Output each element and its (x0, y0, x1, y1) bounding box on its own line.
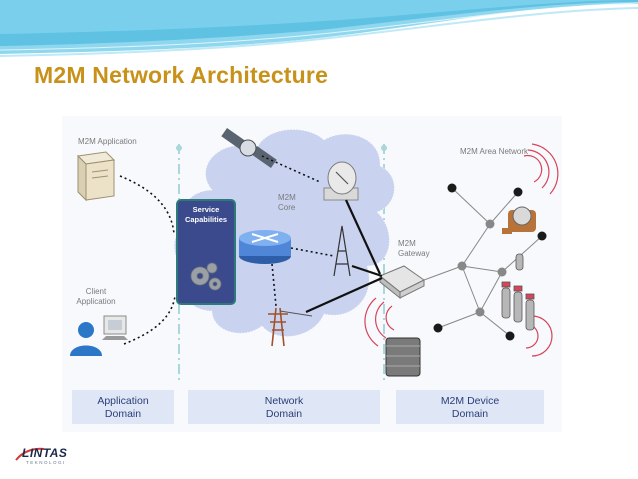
mesh-nodes (433, 183, 547, 341)
user-icon (70, 322, 102, 356)
company-logo-name: LINTAS (22, 446, 68, 460)
backbone-links (305, 199, 383, 314)
lintas-logo-mark (15, 447, 45, 461)
m2m-application-label: M2M Application (78, 137, 137, 146)
service-capabilities-label-2: Capabilities (185, 215, 227, 224)
device-domain-box (396, 390, 544, 424)
area-network-label: M2M Area Network (460, 147, 529, 156)
service-capabilities-label-1: Service (193, 205, 220, 214)
m2m-architecture-diagram: Service Capabilities M2M Core (62, 116, 562, 432)
network-domain-box (188, 390, 380, 424)
satellite-icon (221, 128, 277, 168)
domain-boxes (72, 390, 544, 424)
gears-icon (190, 262, 222, 291)
appliance-icon (385, 337, 421, 377)
gas-cylinders-icon (501, 253, 535, 331)
signal-arcs (364, 143, 559, 357)
device-domain-label-1: M2M Device (441, 395, 500, 407)
application-domain-box (72, 390, 174, 424)
page-title: M2M Network Architecture (34, 62, 329, 88)
client-application-label-2: Application (76, 297, 115, 306)
power-pylon-icon (268, 307, 313, 347)
client-application-label-1: Client (86, 287, 107, 296)
gateway-label-2: Gateway (398, 249, 430, 258)
m2m-core-label-2: Core (278, 203, 296, 212)
application-domain-label-2: Domain (105, 408, 141, 420)
router-icon (239, 230, 291, 264)
gateway-icon (379, 265, 425, 300)
network-domain-label-2: Domain (266, 408, 302, 420)
mesh-network (423, 187, 543, 337)
company-logo-subtitle: TEKNOLOGI (26, 460, 66, 465)
server-icon (76, 151, 116, 202)
header-wave-decoration (0, 0, 638, 57)
computer-icon (102, 315, 128, 340)
device-domain-label-2: Domain (452, 408, 488, 420)
gateway-label-1: M2M (398, 239, 416, 248)
m2m-core-label-1: M2M (278, 193, 296, 202)
cell-tower-icon (333, 225, 351, 277)
network-domain-label-1: Network (265, 395, 304, 407)
satellite-dish-icon (323, 161, 359, 201)
service-capabilities-box: Service Capabilities (176, 199, 236, 305)
water-meter-icon (502, 206, 536, 234)
application-domain-label-1: Application (97, 395, 149, 407)
dotted-links (119, 155, 335, 345)
